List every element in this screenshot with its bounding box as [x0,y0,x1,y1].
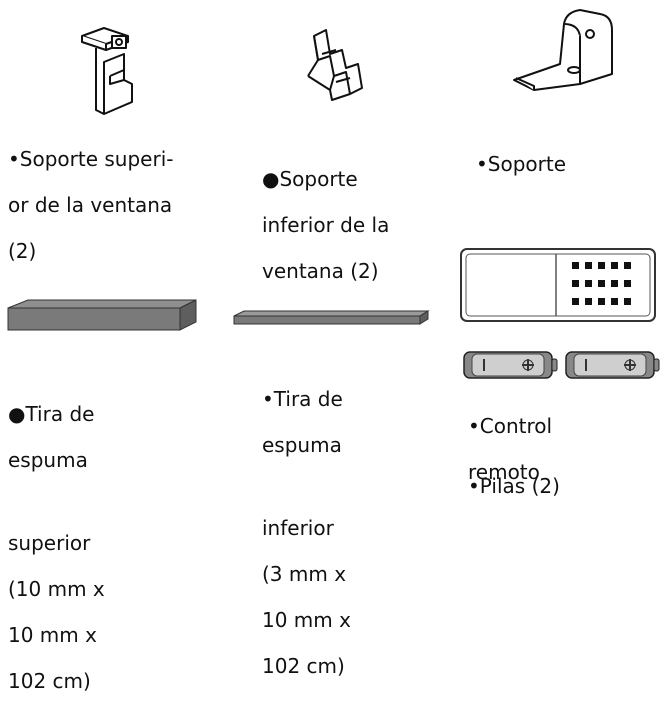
label-line: (2) [8,239,37,263]
remote-control-label: •Control remoto [468,392,552,507]
remote-control-icon [460,248,656,322]
label-line: 102 cm) [8,669,91,693]
label-line: ●Soporte [262,167,358,191]
label-line: •Pilas (2) [468,474,560,498]
upper-window-bracket-label: •Soporte superi- or de la ventana (2) [8,125,173,286]
label-line: inferior de la [262,213,390,237]
label-line: or de la ventana [8,193,173,217]
lower-window-bracket-label: ●Soporte inferior de la ventana (2) [262,145,389,306]
label-line: •Soporte superi- [8,147,174,171]
batteries-icon [463,351,660,379]
label-line: remoto [468,460,540,484]
thin-foam-strip-icon [233,310,430,325]
lower-foam-strip-label: •Tira de espuma inferior (3 mm x 10 mm x… [262,365,351,701]
batteries-label: •Pilas (2) [468,452,560,521]
thick-foam-strip-icon [7,299,197,331]
label-line: espuma [262,433,342,457]
label-line: 102 cm) [262,654,345,678]
label-line: superior [8,531,91,555]
label-line: •Soporte [476,152,567,176]
l-bracket-icon [513,9,613,91]
label-line: •Control [468,414,553,438]
label-line: (3 mm x [262,562,347,586]
label-line: (10 mm x [8,577,105,601]
label-line [262,480,351,494]
label-line: •Tira de [262,387,343,411]
label-line: 10 mm x [262,608,351,632]
label-line: 10 mm x [8,623,97,647]
lower-window-bracket-icon [307,29,363,101]
label-line: ventana (2) [262,259,379,283]
label-line: ●Tira de [8,402,95,426]
label-line: inferior [262,516,334,540]
label-line [8,495,105,509]
bracket-label: •Soporte [476,130,566,199]
label-line: espuma [8,448,88,472]
upper-window-bracket-icon [81,27,133,115]
upper-foam-strip-label: ●Tira de espuma superior (10 mm x 10 mm … [8,380,105,716]
